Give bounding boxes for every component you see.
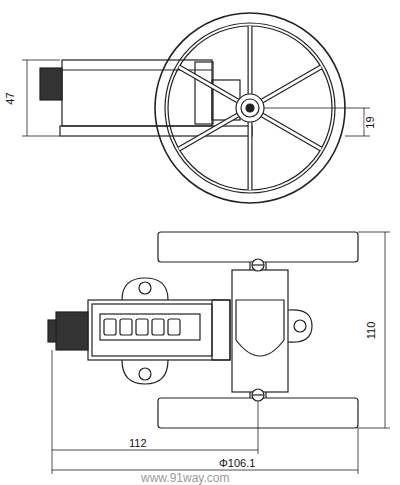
outline-stroke — [236, 94, 264, 122]
outline-stroke — [62, 60, 212, 126]
outline-stroke — [232, 270, 288, 392]
outline-stroke — [236, 300, 284, 356]
outline-stroke — [345, 136, 370, 137]
outline-stroke — [122, 360, 168, 384]
watermark: www.91way.com — [140, 472, 230, 484]
outline-stroke — [248, 26, 253, 94]
outline-stroke — [52, 470, 358, 471]
outline-stroke — [179, 67, 238, 101]
measuring-wheels-plan — [158, 232, 358, 428]
outline-stroke — [262, 115, 321, 149]
outline-stroke — [136, 319, 148, 335]
outline-stroke — [358, 428, 359, 474]
outline-stroke — [139, 368, 151, 380]
outline-stroke — [92, 304, 212, 356]
outline-stroke — [122, 278, 168, 300]
outline-stroke — [249, 122, 252, 190]
outline-stroke — [152, 319, 164, 335]
outline-stroke — [252, 259, 264, 271]
outline-stroke — [120, 319, 132, 335]
outline-stroke — [22, 136, 60, 137]
dimension-text: 19 — [365, 115, 376, 129]
outline-stroke — [88, 300, 230, 360]
outline-stroke — [294, 320, 306, 332]
counter-digit-windows — [104, 319, 180, 335]
outline-stroke — [248, 122, 253, 190]
outline-stroke — [179, 115, 238, 149]
outline-stroke — [241, 99, 259, 117]
outline-stroke — [158, 232, 358, 262]
outline-stroke — [249, 262, 250, 270]
outline-stroke — [40, 68, 62, 100]
outline-stroke — [264, 108, 370, 109]
outline-stroke — [48, 320, 56, 342]
outline-stroke — [22, 60, 60, 61]
dimension-text: 47 — [5, 91, 16, 105]
dimension-text: Φ106.1 — [218, 458, 256, 469]
outline-stroke — [246, 104, 254, 112]
outline-stroke — [288, 310, 312, 342]
outline-stroke — [27, 60, 28, 136]
outline-stroke — [52, 350, 53, 474]
outline-stroke — [252, 389, 264, 401]
outline-stroke — [212, 300, 230, 360]
dimension-text: 110 — [366, 320, 377, 340]
outline-stroke — [262, 67, 321, 101]
outline-stroke — [262, 67, 321, 101]
outline-stroke — [252, 264, 264, 265]
outline-stroke — [56, 312, 88, 350]
outline-stroke — [265, 262, 266, 270]
outline-stroke — [252, 394, 264, 395]
outline-stroke — [262, 115, 321, 149]
dimension-lines-plan — [52, 232, 390, 474]
dimension-text: 112 — [128, 438, 148, 449]
outline-stroke — [100, 314, 200, 340]
dimension-lines-side — [22, 60, 370, 136]
outline-stroke — [385, 232, 386, 428]
outline-stroke — [258, 401, 259, 454]
outline-stroke — [265, 392, 266, 398]
outline-stroke — [179, 115, 238, 149]
outline-stroke — [52, 450, 258, 451]
counter-body-plan — [48, 278, 230, 384]
outline-stroke — [195, 62, 213, 124]
outline-stroke — [139, 282, 151, 294]
outline-stroke — [179, 67, 238, 101]
axle-housing-plan — [232, 259, 312, 401]
outline-stroke — [60, 126, 252, 136]
outline-stroke — [104, 319, 116, 335]
outline-stroke — [249, 392, 250, 398]
outline-stroke — [249, 26, 252, 94]
outline-stroke — [168, 319, 180, 335]
